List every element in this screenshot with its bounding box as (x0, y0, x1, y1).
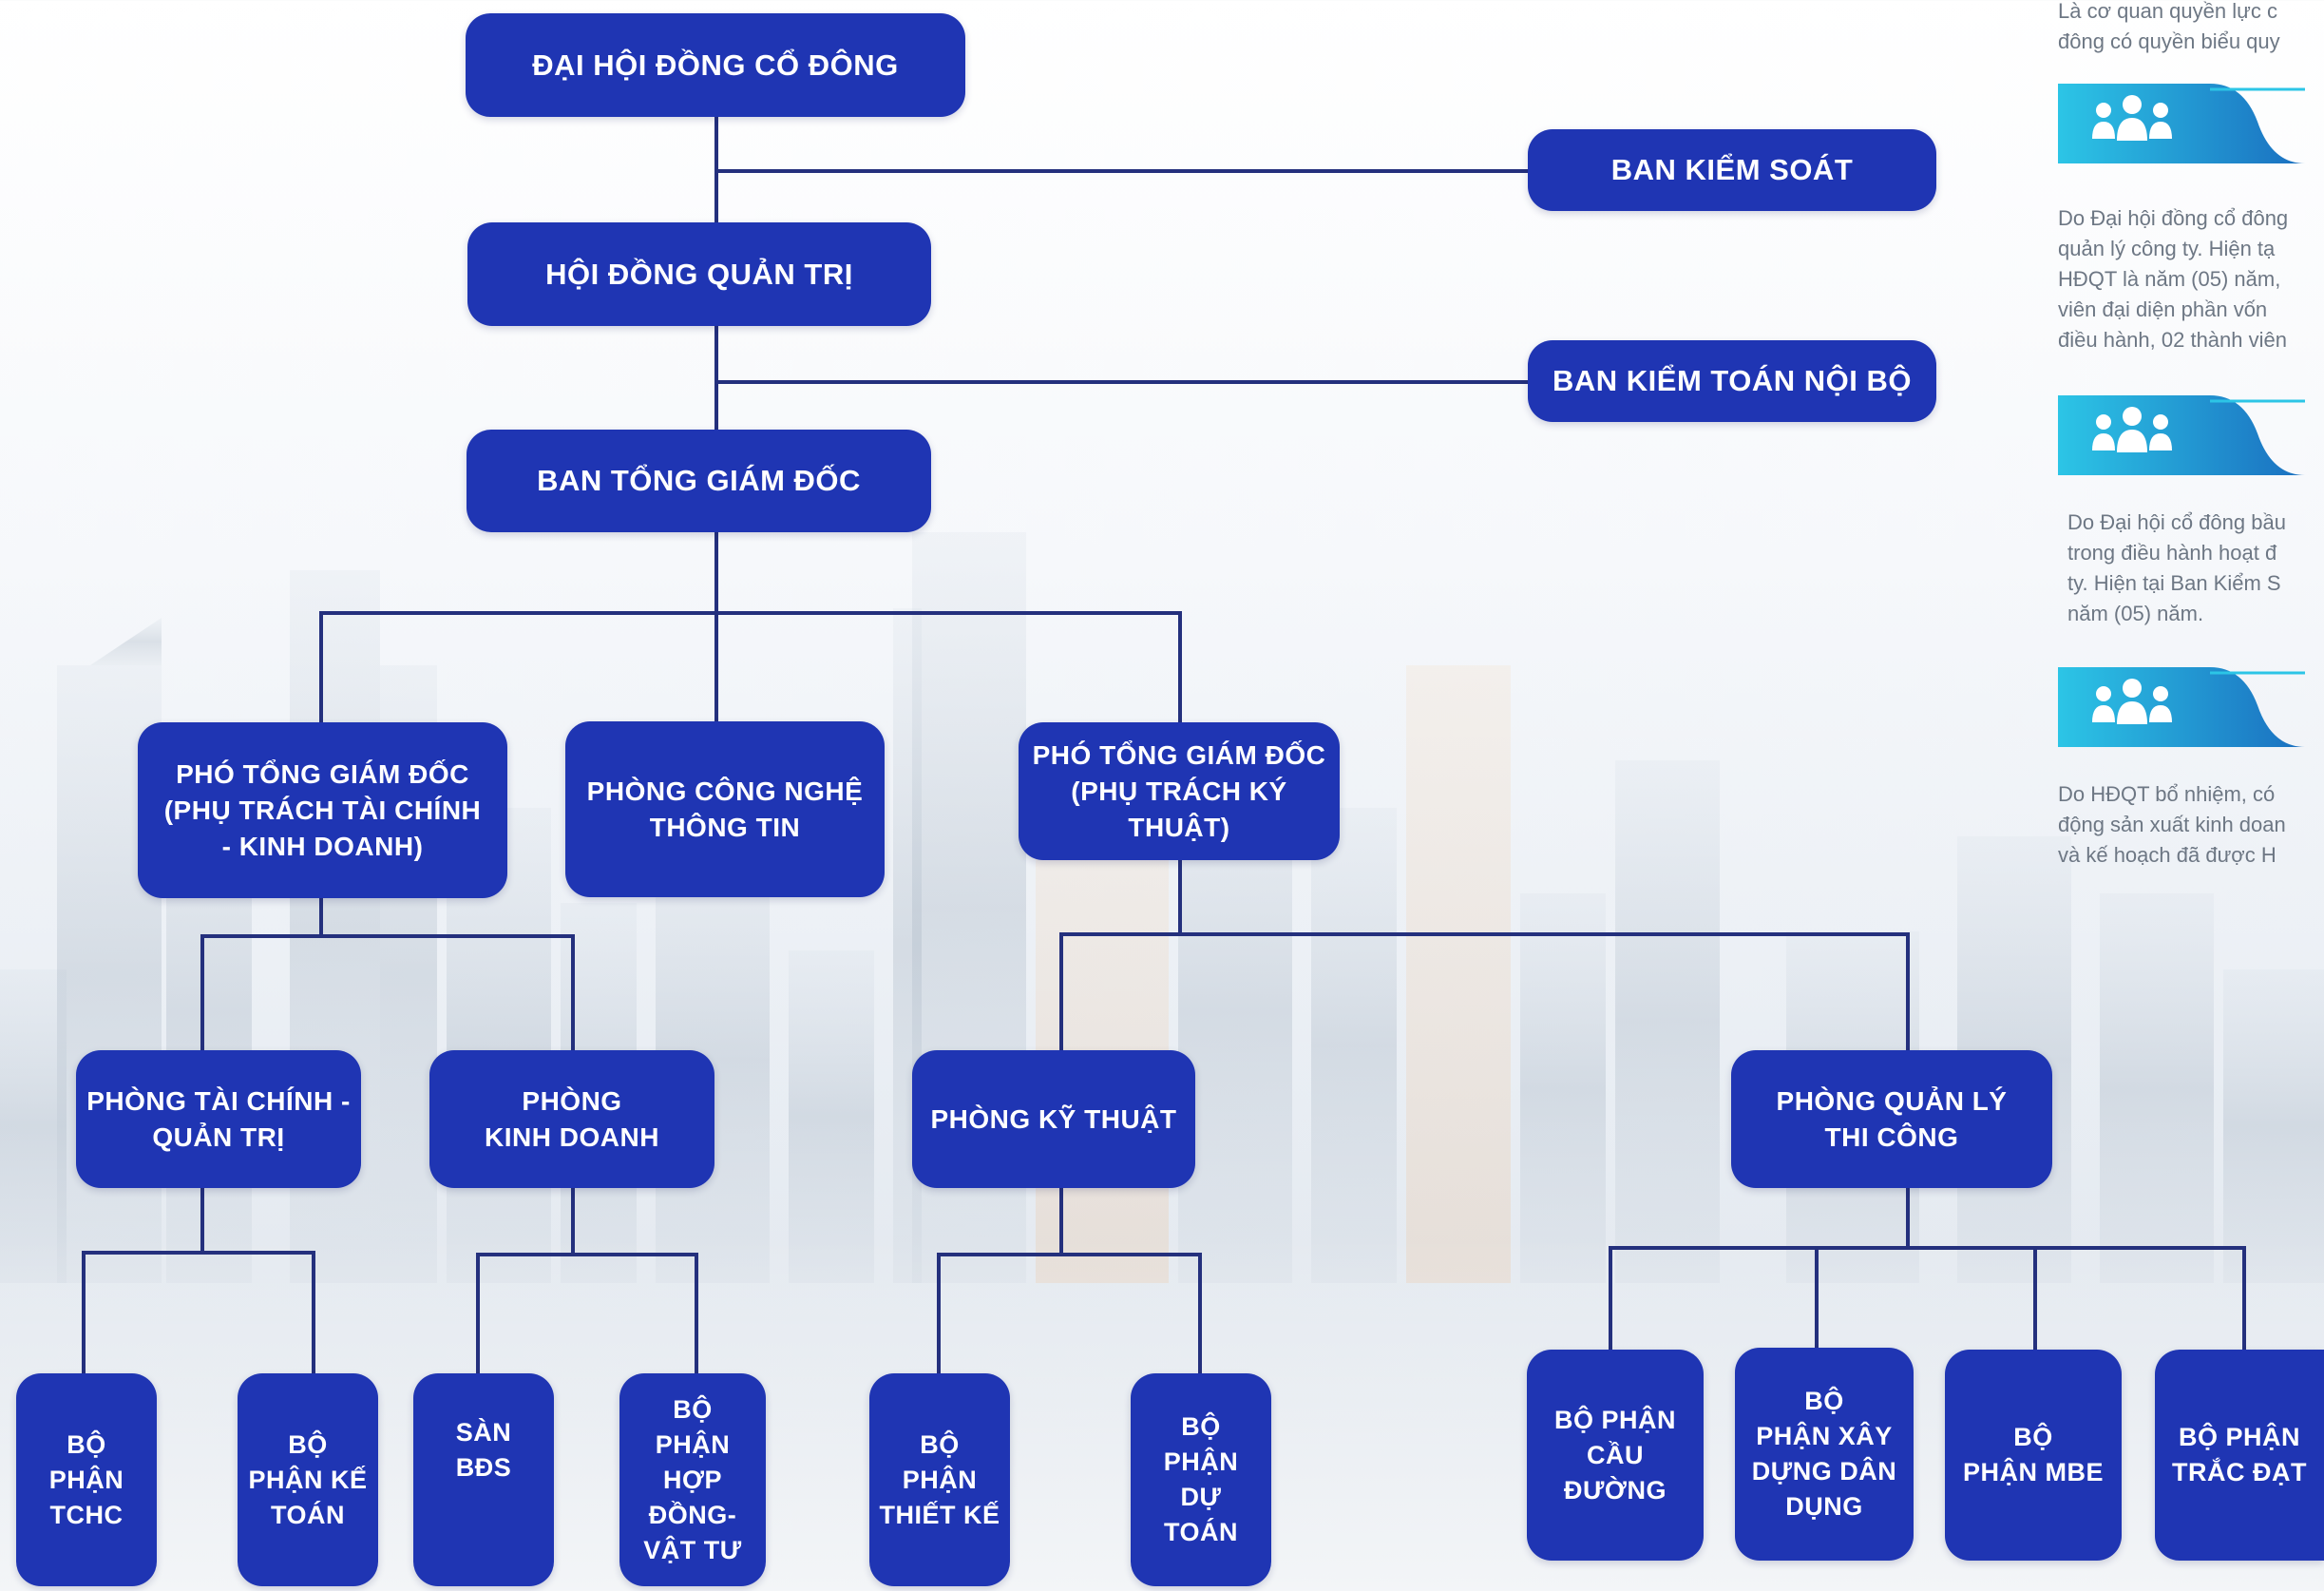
box-phong-ky-thuat[interactable]: PHÒNG KỸ THUẬT (912, 1050, 1195, 1188)
box-phong-cong-nghe-thong-tin[interactable]: PHÒNG CÔNG NGHỆ THÔNG TIN (565, 721, 885, 897)
box-phong-tai-chinh-quan-tri[interactable]: PHÒNG TÀI CHÍNH - QUẢN TRỊ (76, 1050, 361, 1188)
side-text-2: Do Đại hội cổ đông bầu trong điều hành h… (2067, 510, 2286, 625)
people-group-icon (2092, 407, 2172, 452)
side-badge-2 (2058, 395, 2305, 475)
side-text-top: Là cơ quan quyền lực c đông có quyền biể… (2058, 0, 2280, 53)
side-badge-1 (2058, 84, 2305, 163)
side-badge-3 (2058, 667, 2305, 747)
box-ban-kiem-toan-noi-bo[interactable]: BAN KIỂM TOÁN NỘI BỘ (1528, 340, 1936, 422)
box-ban-kiem-soat[interactable]: BAN KIỂM SOÁT (1528, 129, 1936, 211)
box-bo-phan-trac-dat[interactable]: BỘ PHẬN TRẮC ĐẠT (2155, 1350, 2324, 1561)
box-bo-phan-mbe[interactable]: BỘ PHẬN MBE (1945, 1350, 2122, 1561)
box-bo-phan-ke-toan[interactable]: BỘ PHẬN KẾ TOÁN (238, 1373, 378, 1586)
box-phong-quan-ly-thi-cong[interactable]: PHÒNG QUẢN LÝ THI CÔNG (1731, 1050, 2052, 1188)
box-bo-phan-du-toan[interactable]: BỘ PHẬN DỰ TOÁN (1131, 1373, 1271, 1586)
side-text-1: Do Đại hội đồng cổ đông quản lý công ty.… (2058, 206, 2289, 352)
box-pho-tong-giam-doc-tai-chinh[interactable]: PHÓ TỔNG GIÁM ĐỐC (PHỤ TRÁCH TÀI CHÍNH -… (138, 722, 507, 898)
box-bo-phan-thiet-ke[interactable]: BỘ PHẬN THIẾT KẾ (869, 1373, 1010, 1586)
box-ban-tong-giam-doc[interactable]: BAN TỔNG GIÁM ĐỐC (467, 430, 931, 532)
box-dai-hoi-dong-co-dong[interactable]: ĐẠI HỘI ĐỒNG CỔ ĐÔNG (466, 13, 965, 117)
people-group-icon (2092, 679, 2172, 724)
box-bo-phan-xay-dung-dan-dung[interactable]: BỘ PHẬN XÂY DỰNG DÂN DỤNG (1735, 1348, 1914, 1561)
box-san-bds[interactable]: SÀN BĐS (413, 1373, 554, 1586)
box-bo-phan-hop-dong-vat-tu[interactable]: BỘ PHẬN HỢP ĐỒNG- VẬT TƯ (619, 1373, 766, 1586)
side-text-3: Do HĐQT bổ nhiệm, có động sản xuất kinh … (2058, 782, 2286, 867)
box-hoi-dong-quan-tri[interactable]: HỘI ĐỒNG QUẢN TRỊ (467, 222, 931, 326)
box-bo-phan-cau-duong[interactable]: BỘ PHẬN CẦU ĐƯỜNG (1527, 1350, 1704, 1561)
box-bo-phan-tchc[interactable]: BỘ PHẬN TCHC (16, 1373, 157, 1586)
box-pho-tong-giam-doc-ky-thuat[interactable]: PHÓ TỔNG GIÁM ĐỐC (PHỤ TRÁCH KÝ THUẬT) (1019, 722, 1340, 860)
people-group-icon (2092, 95, 2172, 141)
box-phong-kinh-doanh[interactable]: PHÒNG KINH DOANH (429, 1050, 714, 1188)
